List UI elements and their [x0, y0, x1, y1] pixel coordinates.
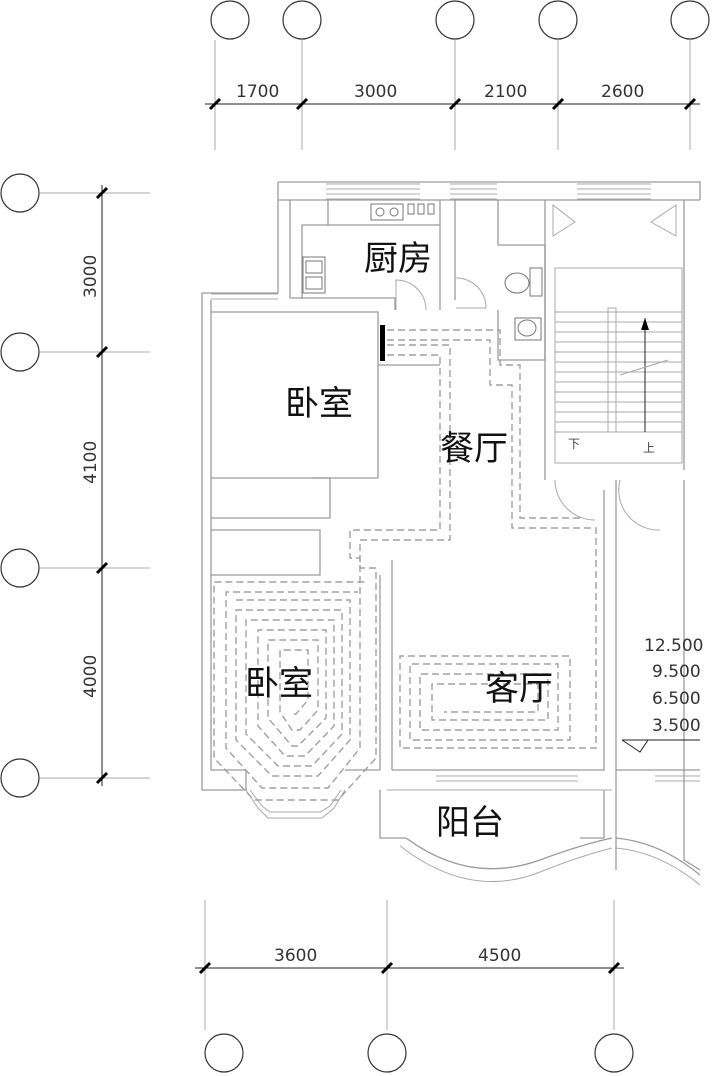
axis-bubble [0, 548, 40, 588]
window [211, 293, 278, 300]
window [577, 183, 651, 200]
elevation-3: 6.500 [652, 689, 701, 709]
axis-bubble [435, 0, 475, 40]
stair-down-label: 下 [568, 437, 580, 451]
toilet [504, 272, 530, 294]
sink [302, 256, 326, 294]
heating-pipes [213, 329, 597, 801]
stairwell [544, 200, 685, 531]
bay-window [245, 789, 346, 819]
dim-left-2: 4100 [81, 441, 101, 484]
elevation-marker [621, 739, 700, 753]
axis-bubble [594, 1033, 634, 1073]
room-label-kitchen: 厨房 [364, 239, 432, 279]
axis-bubble [670, 0, 710, 40]
washbasin [517, 319, 537, 337]
top-axis-grid [205, 0, 710, 150]
kitchen-walls [290, 200, 441, 310]
elevation-2: 9.500 [652, 662, 701, 682]
dim-top-3: 2100 [484, 82, 527, 102]
bathroom-door [455, 277, 487, 309]
axis-bubble [538, 0, 578, 40]
axis-bubble [0, 758, 40, 798]
stair-handrail [607, 307, 617, 433]
axis-bubble [0, 173, 40, 213]
dim-bottom-1: 3600 [274, 946, 317, 966]
dim-left-1: 3000 [81, 255, 101, 298]
axis-bubble [210, 0, 250, 40]
dim-bottom-2: 4500 [478, 946, 521, 966]
room-label-living: 客厅 [485, 669, 553, 709]
room-label-bedroom-lower: 卧室 [245, 664, 313, 704]
stair-door [650, 204, 677, 237]
dim-top-2: 3000 [354, 82, 397, 102]
balcony [399, 837, 701, 886]
dim-top-4: 2600 [601, 82, 644, 102]
axis-bubble [282, 0, 322, 40]
window [450, 183, 497, 200]
stair-steps [555, 311, 682, 433]
stove [370, 203, 404, 221]
axis-bubble [367, 1033, 407, 1073]
room-label-bedroom-upper: 卧室 [285, 384, 353, 424]
window [326, 183, 420, 200]
axis-bubble [204, 1033, 244, 1073]
room-label-dining: 餐厅 [440, 429, 508, 469]
elevation-1: 12.500 [644, 636, 703, 656]
dim-left-3: 4000 [81, 655, 101, 698]
kitchen-door [395, 279, 427, 311]
elevation-4: 3.500 [652, 716, 701, 736]
room-label-balcony: 阳台 [436, 803, 504, 843]
door-jamb [380, 325, 385, 361]
bottom-axis-grid [195, 900, 634, 1073]
exterior-walls [201, 181, 701, 791]
stair-up-label: 上 [643, 441, 655, 455]
axis-bubble [0, 332, 40, 372]
left-axis-grid [0, 173, 150, 798]
dim-top-1: 1700 [236, 82, 279, 102]
interior-walls [211, 311, 701, 871]
stair-door [552, 203, 576, 237]
bathroom-walls [454, 200, 546, 361]
